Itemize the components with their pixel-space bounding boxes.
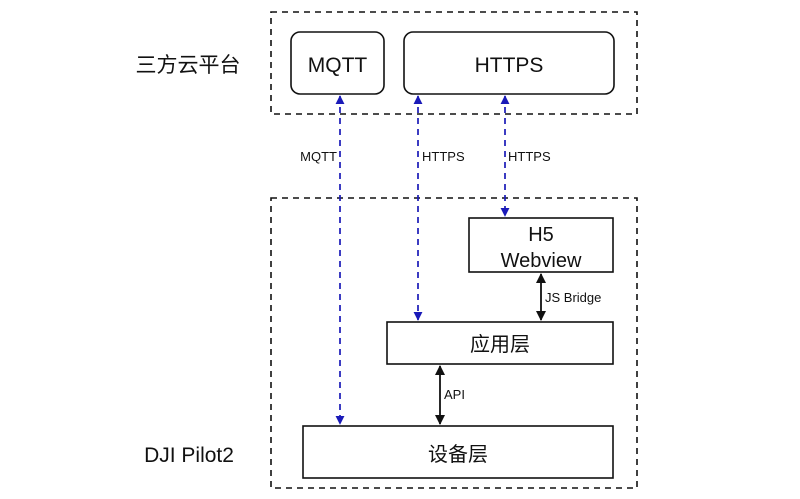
device-layer-node <box>302 425 614 479</box>
https-node-label: HTTPS <box>475 54 544 77</box>
h5-webview-label-line1: H5 <box>528 224 554 246</box>
app-layer-label: 应用层 <box>470 333 530 356</box>
pilot-group-label: DJI Pilot2 <box>144 444 234 467</box>
https-node <box>403 31 615 95</box>
mqtt-link-label: MQTT <box>300 149 337 164</box>
mqtt-node-label: MQTT <box>308 54 368 77</box>
pilot-group <box>270 197 638 489</box>
app-layer-node <box>386 321 614 365</box>
h5-webview-label-line2: Webview <box>501 250 582 272</box>
https-h5-link-label: HTTPS <box>508 149 551 164</box>
js-bridge-label: JS Bridge <box>545 290 601 305</box>
api-label: API <box>444 387 465 402</box>
device-layer-label: 设备层 <box>428 443 488 466</box>
https-app-link-label: HTTPS <box>422 149 465 164</box>
cloud-platform-group <box>270 11 638 115</box>
h5-webview-node <box>468 217 614 273</box>
mqtt-node <box>290 31 385 95</box>
cloud-platform-label: 三方云平台 <box>136 54 241 77</box>
